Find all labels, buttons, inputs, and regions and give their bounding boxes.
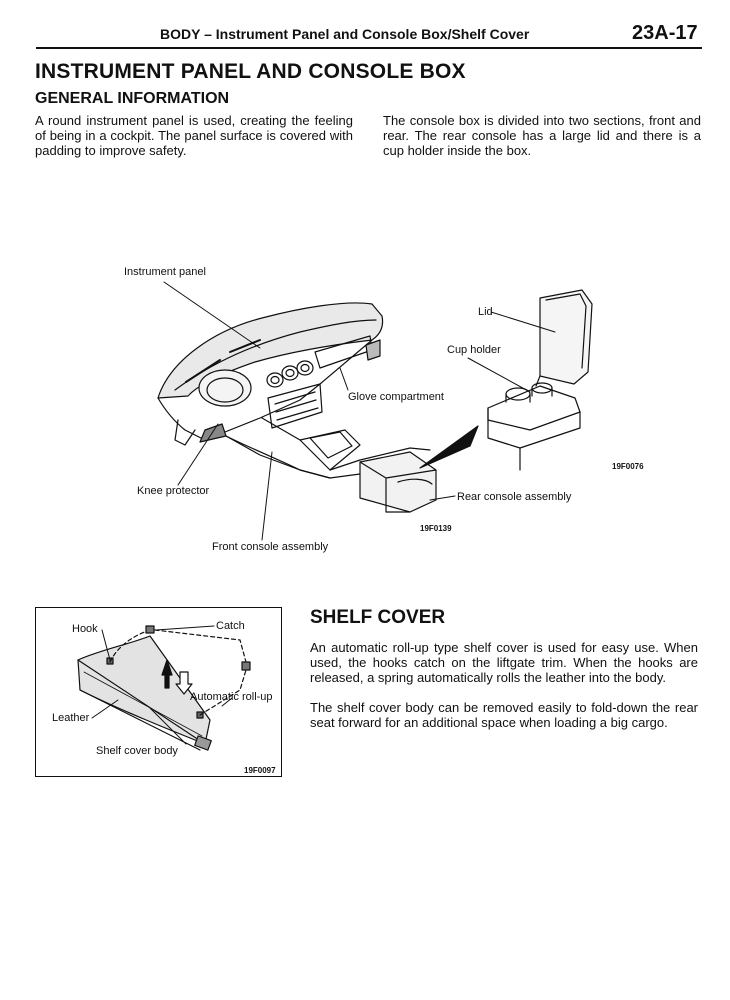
label-leather: Leather bbox=[52, 712, 90, 724]
label-catch: Catch bbox=[216, 620, 245, 632]
shelf-cover-figure-frame bbox=[35, 607, 282, 777]
label-instrument-panel: Instrument panel bbox=[124, 266, 206, 278]
label-front-console-assembly: Front console assembly bbox=[212, 541, 329, 553]
label-lid: Lid bbox=[478, 306, 493, 318]
header-rule bbox=[36, 47, 702, 49]
figure-code-main: 19F0139 bbox=[420, 524, 452, 533]
label-shelf-cover-body: Shelf cover body bbox=[96, 745, 178, 757]
figure-code-inset: 19F0076 bbox=[612, 462, 644, 471]
page-header-title: BODY – Instrument Panel and Console Box/… bbox=[160, 26, 530, 42]
page-number: 23A-17 bbox=[632, 22, 698, 44]
section-title: INSTRUMENT PANEL AND CONSOLE BOX bbox=[35, 60, 466, 83]
shelf-cover-paragraph-2: The shelf cover body can be removed easi… bbox=[310, 700, 698, 730]
shelf-cover-paragraph-1: An automatic roll-up type shelf cover is… bbox=[310, 640, 698, 685]
label-hook: Hook bbox=[72, 623, 98, 635]
subsection-heading: GENERAL INFORMATION bbox=[35, 90, 230, 107]
figure-code-shelf: 19F0097 bbox=[244, 766, 276, 775]
label-knee-protector: Knee protector bbox=[137, 485, 210, 497]
shelf-cover-title: SHELF COVER bbox=[310, 607, 446, 628]
label-glove-compartment: Glove compartment bbox=[348, 391, 444, 403]
general-info-left-paragraph: A round instrument panel is used, creati… bbox=[35, 113, 353, 158]
general-info-right-paragraph: The console box is divided into two sect… bbox=[383, 113, 701, 158]
label-cup-holder: Cup holder bbox=[447, 344, 501, 356]
label-automatic-roll-up: Automatic roll-up bbox=[190, 691, 273, 703]
label-rear-console-assembly: Rear console assembly bbox=[457, 491, 572, 503]
